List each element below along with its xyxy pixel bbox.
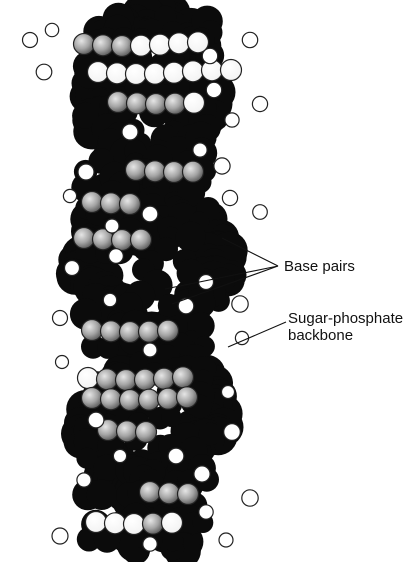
base-atom-white	[221, 60, 242, 81]
base-atom-white	[150, 34, 171, 55]
base-atom-gray	[139, 389, 160, 410]
hydrogen-atom	[194, 466, 210, 482]
hydrogen-atom	[242, 490, 258, 506]
base-atom-white	[162, 512, 183, 533]
base-atom-gray	[127, 93, 148, 114]
base-atom-gray	[126, 160, 147, 181]
label-sugar-phosphate: Sugar-phosphate	[288, 310, 403, 327]
base-atom-white	[107, 63, 128, 84]
hydrogen-atom	[88, 412, 104, 428]
hydrogen-atom	[65, 261, 80, 276]
base-atom-gray	[154, 368, 175, 389]
hydrogen-atom	[225, 113, 239, 127]
base-atom-gray	[101, 389, 122, 410]
hydrogen-atom	[206, 82, 221, 97]
hydrogen-atom	[193, 143, 207, 157]
base-atom-gray	[120, 194, 141, 215]
hydrogen-atom	[109, 249, 124, 264]
hydrogen-atom	[142, 206, 158, 222]
hydrogen-atom	[113, 449, 126, 462]
base-atom-gray	[183, 161, 204, 182]
base-atom-gray	[158, 388, 179, 409]
base-atom-gray	[117, 421, 138, 442]
hydrogen-atom	[77, 473, 91, 487]
base-atom-gray	[159, 483, 180, 504]
hydrogen-atom	[105, 219, 119, 233]
label-backbone: backbone	[288, 327, 353, 344]
hydrogen-atom	[199, 505, 213, 519]
base-atom-gray	[116, 370, 137, 391]
hydrogen-atom	[222, 190, 237, 205]
hydrogen-atom	[242, 32, 257, 47]
base-atom-gray	[173, 367, 194, 388]
base-atom-gray	[178, 484, 199, 505]
base-atom-white	[126, 64, 147, 85]
base-atom-gray	[158, 320, 179, 341]
backbone-atom	[161, 407, 181, 427]
hydrogen-atom	[224, 424, 241, 441]
base-atom-gray	[140, 482, 161, 503]
backbone-atom	[87, 480, 117, 510]
base-atom-white	[124, 514, 145, 535]
hydrogen-atom	[219, 533, 233, 547]
base-atom-gray	[177, 387, 198, 408]
base-atom-gray	[82, 388, 103, 409]
hydrogen-atom	[122, 124, 138, 140]
base-atom-gray	[101, 193, 122, 214]
hydrogen-atom	[202, 48, 217, 63]
base-atom-gray	[97, 369, 118, 390]
base-atom-gray	[139, 321, 160, 342]
hydrogen-atom	[23, 33, 38, 48]
base-atom-gray	[112, 36, 133, 57]
backbone-atom	[158, 294, 181, 317]
base-atom-gray	[164, 162, 185, 183]
base-atom-gray	[143, 513, 164, 534]
base-atom-gray	[82, 192, 103, 213]
hydrogen-atom	[143, 537, 157, 551]
hydrogen-atom	[222, 386, 235, 399]
hydrogen-atom	[168, 448, 184, 464]
base-atom-gray	[145, 161, 166, 182]
base-atom-white	[184, 92, 205, 113]
hydrogen-atom	[78, 164, 94, 180]
base-atom-gray	[131, 229, 152, 250]
base-atom-gray	[74, 34, 95, 55]
base-atom-gray	[93, 35, 114, 56]
base-atom-white	[88, 62, 109, 83]
hydrogen-atom	[252, 96, 267, 111]
hydrogen-atom	[253, 205, 268, 220]
hydrogen-atom	[56, 356, 69, 369]
hydrogen-atom	[143, 343, 157, 357]
base-atom-gray	[120, 390, 141, 411]
hydrogen-atom	[53, 311, 68, 326]
base-atom-gray	[146, 94, 167, 115]
base-atom-white	[86, 512, 107, 533]
base-atom-white	[183, 61, 204, 82]
hydrogen-atom	[63, 189, 76, 202]
hydrogen-atom	[45, 23, 58, 36]
backbone-atom	[176, 222, 206, 252]
hydrogen-atom	[52, 528, 68, 544]
base-atom-white	[131, 35, 152, 56]
hydrogen-atom	[214, 158, 230, 174]
base-atom-gray	[135, 369, 156, 390]
base-atom-white	[169, 33, 190, 54]
hydrogen-atom	[36, 64, 52, 80]
base-atom-gray	[74, 228, 95, 249]
space-filling-dna-model	[23, 0, 268, 562]
base-atom-gray	[120, 322, 141, 343]
base-atom-gray	[108, 92, 129, 113]
base-atom-white	[105, 513, 126, 534]
hydrogen-atom	[232, 296, 248, 312]
base-atom-gray	[82, 320, 103, 341]
hydrogen-atom	[103, 293, 116, 306]
base-atom-white	[145, 63, 166, 84]
label-base-pairs: Base pairs	[284, 258, 355, 275]
base-atom-white	[78, 368, 99, 389]
base-atom-gray	[101, 321, 122, 342]
base-atom-white	[164, 62, 185, 83]
base-atom-gray	[165, 93, 186, 114]
base-atom-gray	[136, 422, 157, 443]
